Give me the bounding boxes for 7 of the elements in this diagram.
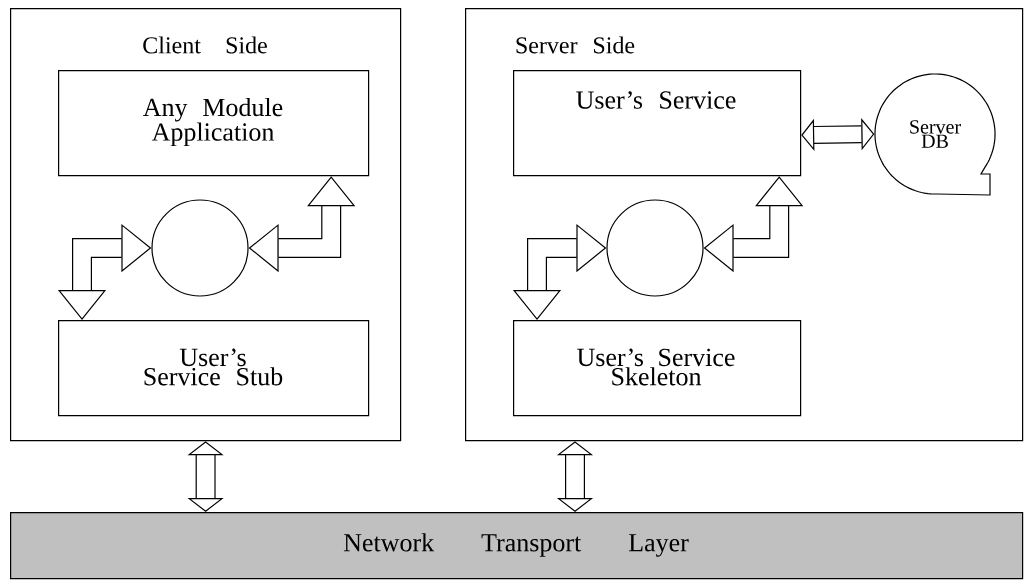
process-box: User’s Service	[513, 70, 802, 177]
database-bubble: Server DB	[874, 73, 996, 196]
process-box: Any Module Application	[58, 70, 370, 177]
block-arrow	[801, 118, 875, 151]
block-arrow	[556, 441, 594, 512]
layer-bar: Network Transport Layer	[10, 512, 1024, 580]
block-arrow	[187, 441, 224, 512]
